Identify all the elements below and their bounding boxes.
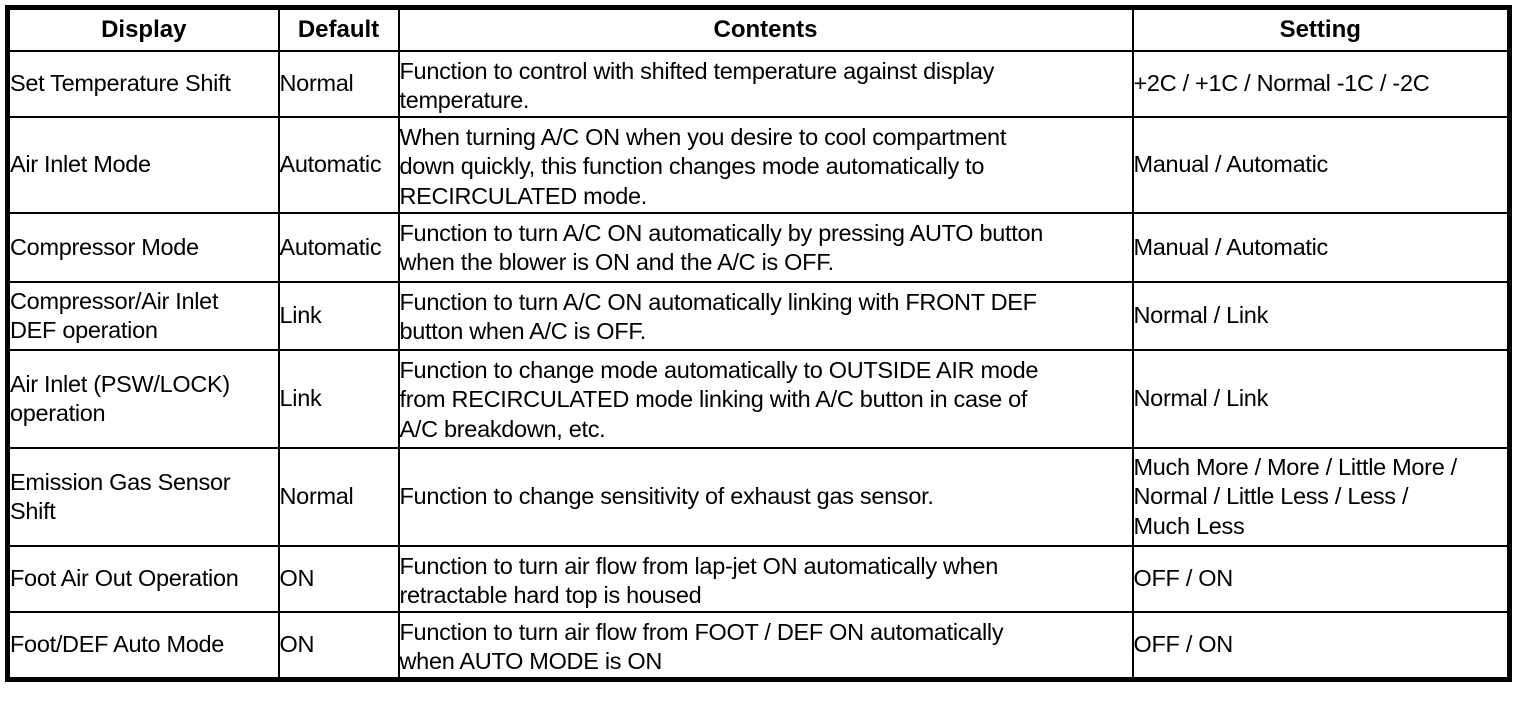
text-line: Function to control with shifted tempera…	[399, 58, 995, 84]
cell-display: Air Inlet (PSW/LOCK) operation	[6, 349, 280, 449]
text-line: Air Inlet (PSW/LOCK)	[10, 370, 230, 397]
cell-contents: Function to control with shifted tempera…	[397, 50, 1134, 118]
cell-display: Emission Gas Sensor Shift	[6, 447, 280, 547]
cell-setting: Normal / Link	[1131, 349, 1511, 449]
cell-setting: Much More / More / Little More / Normal …	[1131, 447, 1511, 547]
column-header-setting: Setting	[1131, 6, 1511, 52]
text-line: Function to change sensitivity of exhaus…	[399, 483, 934, 510]
text-line: Much More / More / Little More /	[1133, 453, 1458, 480]
cell-default: ON	[277, 545, 400, 613]
text-line: Normal / Link	[1133, 302, 1269, 329]
cell-setting: Manual / Automatic	[1131, 116, 1511, 214]
text-line: Compressor Mode	[10, 233, 199, 260]
text-line: button when A/C is OFF.	[399, 318, 647, 345]
text-line: when AUTO MODE is ON	[399, 648, 663, 675]
column-header-contents: Contents	[397, 6, 1134, 52]
cell-default: Automatic	[277, 116, 400, 214]
table-row: Set Temperature Shift Normal Function to…	[6, 50, 1511, 118]
text-line: Foot/DEF Auto Mode	[10, 630, 225, 657]
cell-default: Link	[277, 281, 400, 351]
ac-function-settings-table: Display Default Contents Setting Set Tem…	[5, 5, 1512, 682]
table-header-row: Display Default Contents Setting	[6, 6, 1511, 52]
table-row: Compressor Mode Automatic Function to tu…	[6, 212, 1511, 283]
cell-setting: Normal / Link	[1131, 281, 1511, 351]
text-line: RECIRCULATED mode.	[399, 182, 648, 209]
cell-setting: OFF / ON	[1131, 610, 1511, 681]
cell-contents: Function to turn air flow from FOOT / DE…	[397, 610, 1134, 681]
text-line: Function to turn A/C ON automatically li…	[399, 289, 1037, 315]
cell-contents: Function to turn A/C ON automatically by…	[397, 212, 1134, 283]
cell-default: Normal	[277, 50, 400, 118]
table-row: Foot Air Out Operation ON Function to tu…	[6, 545, 1511, 613]
text-line: down quickly, this function changes mode…	[399, 153, 985, 180]
table-row: Air Inlet (PSW/LOCK) operation Link Func…	[6, 349, 1511, 449]
table-row: Foot/DEF Auto Mode ON Function to turn a…	[6, 610, 1511, 681]
text-line: from RECIRCULATED mode linking with A/C …	[399, 386, 1028, 413]
text-line: operation	[10, 400, 106, 426]
cell-setting: Manual / Automatic	[1131, 212, 1511, 283]
table-row: Air Inlet Mode Automatic When turning A/…	[6, 116, 1511, 214]
text-line: Normal / Link	[1133, 385, 1269, 412]
text-line: Emission Gas Sensor	[10, 468, 231, 495]
table-header: Display Default Contents Setting	[6, 6, 1511, 52]
text-line: Function to turn air flow from lap-jet O…	[399, 553, 999, 579]
text-line: Function to turn air flow from FOOT / DE…	[399, 618, 1004, 645]
text-line: Set Temperature Shift	[10, 70, 231, 97]
text-line: Manual / Automatic	[1133, 151, 1329, 178]
cell-default: ON	[277, 610, 400, 681]
table-row: Emission Gas Sensor Shift Normal Functio…	[6, 447, 1511, 547]
cell-default: Link	[277, 349, 400, 449]
table-row: Compressor/Air Inlet DEF operation Link …	[6, 281, 1511, 351]
cell-display: Compressor Mode	[6, 212, 280, 283]
text-line: Manual / Automatic	[1133, 233, 1329, 260]
text-line: When turning A/C ON when you desire to c…	[399, 124, 1007, 150]
cell-contents: When turning A/C ON when you desire to c…	[397, 116, 1134, 214]
table-body: Set Temperature Shift Normal Function to…	[6, 50, 1511, 681]
text-line: temperature.	[399, 87, 530, 114]
cell-setting: OFF / ON	[1131, 545, 1511, 613]
cell-contents: Function to change sensitivity of exhaus…	[397, 447, 1134, 547]
text-line: when the blower is ON and the A/C is OFF…	[399, 249, 835, 276]
column-header-default: Default	[277, 6, 400, 52]
column-header-display: Display	[6, 6, 280, 52]
text-line: +2C / +1C / Normal -1C / -2C	[1133, 70, 1430, 97]
text-line: retractable hard top is housed	[399, 582, 702, 609]
cell-display: Foot Air Out Operation	[6, 545, 280, 613]
cell-display: Air Inlet Mode	[6, 116, 280, 214]
text-line: Compressor/Air Inlet	[10, 287, 219, 314]
text-line: DEF operation	[10, 317, 158, 343]
cell-display: Foot/DEF Auto Mode	[6, 610, 280, 681]
cell-default: Normal	[277, 447, 400, 547]
cell-contents: Function to change mode automatically to…	[397, 349, 1134, 449]
text-line: OFF / ON	[1133, 565, 1234, 592]
cell-default: Automatic	[277, 212, 400, 283]
cell-display: Set Temperature Shift	[6, 50, 280, 118]
text-line: Foot Air Out Operation	[10, 565, 239, 592]
text-line: Shift	[10, 498, 56, 524]
cell-setting: +2C / +1C / Normal -1C / -2C	[1131, 50, 1511, 118]
text-line: Function to change mode automatically to…	[399, 357, 1039, 383]
cell-contents: Function to turn air flow from lap-jet O…	[397, 545, 1134, 613]
text-line: Normal / Little Less / Less /	[1133, 483, 1409, 510]
text-line: A/C breakdown, etc.	[399, 415, 606, 442]
cell-contents: Function to turn A/C ON automatically li…	[397, 281, 1134, 351]
cell-display: Compressor/Air Inlet DEF operation	[6, 281, 280, 351]
text-line: Much Less	[1133, 512, 1245, 539]
text-line: Air Inlet Mode	[10, 151, 151, 178]
text-line: OFF / ON	[1133, 630, 1234, 657]
text-line: Function to turn A/C ON automatically by…	[399, 220, 1044, 246]
